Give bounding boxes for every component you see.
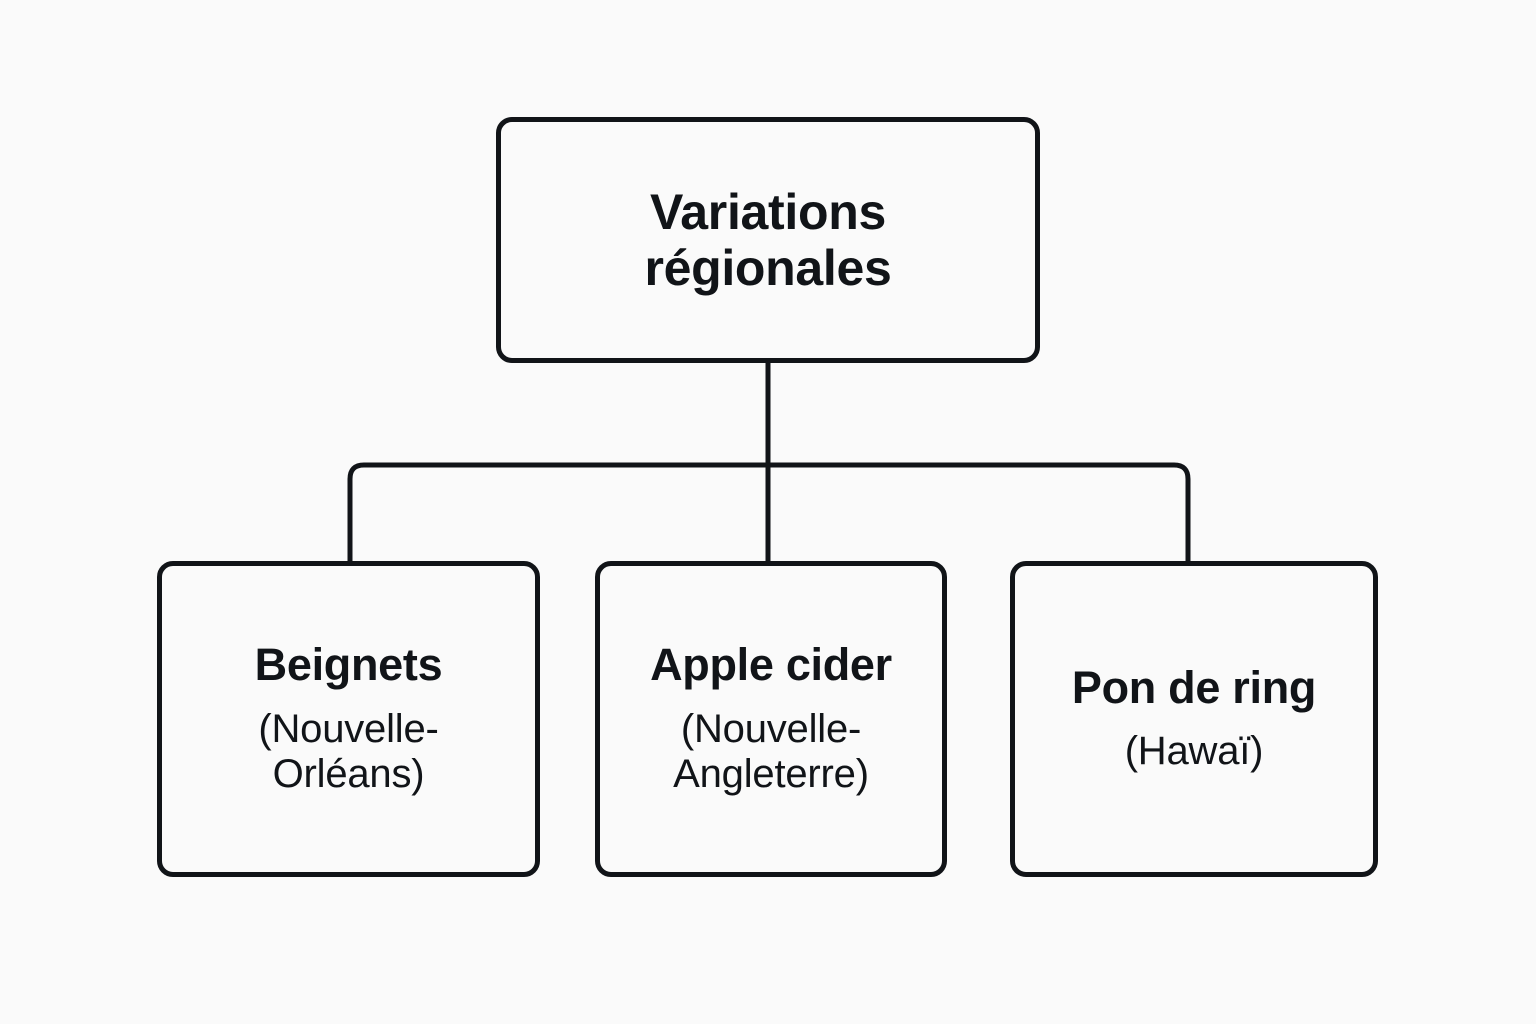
node-pon-de-ring-subtitle: (Hawaï) xyxy=(1124,729,1264,774)
node-beignets-subtitle: (Nouvelle-Orléans) xyxy=(258,706,439,797)
node-root-title: Variations régionales xyxy=(644,184,892,296)
node-root[interactable]: Variations régionales xyxy=(496,117,1040,363)
node-apple-cider-subtitle: (Nouvelle-Angleterre) xyxy=(673,706,869,797)
node-apple-cider-title: Apple cider xyxy=(650,639,892,691)
node-beignets[interactable]: Beignets (Nouvelle-Orléans) xyxy=(157,561,540,877)
node-pon-de-ring[interactable]: Pon de ring (Hawaï) xyxy=(1010,561,1378,877)
node-pon-de-ring-title: Pon de ring xyxy=(1071,662,1317,713)
node-apple-cider[interactable]: Apple cider (Nouvelle-Angleterre) xyxy=(595,561,947,877)
node-beignets-title: Beignets xyxy=(254,639,443,691)
connector-bus-left xyxy=(347,462,768,561)
connector-bus-right xyxy=(768,462,1191,561)
